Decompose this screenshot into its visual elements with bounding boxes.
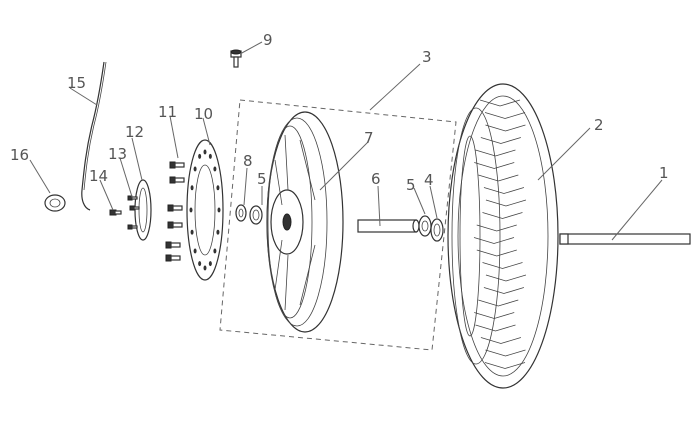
callout-4: 4: [424, 171, 434, 189]
callout-15: 15: [67, 74, 86, 92]
tread-groove: [485, 274, 527, 282]
disc-bolts: [165, 161, 185, 262]
disc-hole: [198, 153, 202, 159]
bolt-head: [167, 204, 174, 212]
tread-groove: [485, 349, 526, 357]
disc-hole: [198, 261, 202, 267]
rim-assembly-boundary: [219, 99, 457, 351]
tread-groove: [482, 212, 523, 219]
bolt-head: [165, 241, 172, 249]
disc-hole: [203, 149, 207, 155]
tread-groove: [484, 362, 526, 369]
disc-hole: [203, 265, 207, 271]
screw: [109, 209, 122, 216]
tread-groove: [478, 174, 519, 182]
speedometer-gear-ring: [134, 179, 152, 241]
tread-groove: [476, 224, 517, 232]
bolt-shank: [172, 222, 183, 228]
disc-hole: [193, 166, 197, 172]
disc-hole: [208, 153, 212, 159]
screw-shank: [131, 225, 138, 229]
callout-14: 14: [89, 167, 108, 185]
disc-hole: [216, 229, 220, 235]
tread-groove: [475, 149, 516, 157]
tread-groove: [479, 99, 521, 107]
disc-hole: [190, 185, 194, 191]
callout-7: 7: [364, 129, 374, 147]
callout-13: 13: [108, 145, 127, 163]
tread-groove: [475, 324, 516, 332]
disc-hole: [216, 185, 220, 191]
disc-hole: [189, 207, 193, 213]
callout-5-right: 5: [406, 176, 416, 194]
screw-head: [127, 224, 133, 230]
tread-groove: [485, 199, 527, 207]
tread-groove: [480, 337, 522, 344]
callout-12: 12: [125, 123, 144, 141]
valve-stem: [230, 49, 242, 68]
axle-spacer: [357, 219, 420, 233]
bolt-head: [167, 221, 174, 229]
tread-groove: [473, 237, 515, 244]
screw-head: [127, 195, 133, 201]
callout-1: 1: [659, 164, 669, 182]
callout-2: 2: [594, 116, 604, 134]
callout-6: 6: [371, 170, 381, 188]
leader-lines: [29, 41, 663, 241]
rim: [266, 111, 344, 333]
screw-shank: [133, 206, 140, 210]
bolt-shank: [170, 242, 181, 248]
tread-groove: [474, 162, 515, 169]
tread-groove: [483, 187, 525, 194]
bolt-shank: [170, 255, 181, 261]
bolt-head: [169, 161, 176, 169]
bolt-shank: [174, 162, 185, 168]
callout-11: 11: [158, 103, 177, 121]
callout-5-left: 5: [257, 170, 267, 188]
callout-3: 3: [422, 48, 432, 66]
callout-8: 8: [243, 152, 253, 170]
speedometer-cable: [81, 61, 107, 211]
tread-groove: [482, 262, 523, 269]
callout-labels: 1 2 3 4 5 5 6 7 8 9 10 11 12 13 14 15 16: [10, 31, 669, 194]
brake-disc: [186, 139, 224, 281]
tread-groove: [483, 287, 525, 294]
tread-groove: [485, 124, 526, 132]
callout-9: 9: [263, 31, 273, 49]
bolt-head: [169, 176, 176, 184]
bolt-head: [165, 254, 172, 262]
tread-groove: [478, 299, 519, 307]
callout-10: 10: [194, 105, 213, 123]
bearing-right: [418, 215, 432, 237]
disc-hole: [213, 248, 217, 254]
bushing: [44, 194, 66, 212]
tread-groove: [484, 112, 526, 119]
bearing-left: [249, 205, 263, 225]
disc-hole: [208, 261, 212, 267]
tire: [447, 83, 559, 389]
tread-groove: [474, 312, 515, 319]
bolt-shank: [174, 177, 185, 183]
tread-groove: [480, 137, 521, 144]
disc-hole: [193, 248, 197, 254]
spacer-collar: [235, 204, 247, 222]
axle: [559, 233, 691, 245]
bolt-shank: [172, 205, 183, 211]
screw-head: [129, 205, 135, 211]
oil-seal: [430, 218, 444, 242]
tread-groove: [476, 249, 517, 257]
disc-hole: [190, 229, 194, 235]
disc-hole: [213, 166, 217, 172]
disc-hole: [217, 207, 221, 213]
callout-16: 16: [10, 146, 29, 164]
